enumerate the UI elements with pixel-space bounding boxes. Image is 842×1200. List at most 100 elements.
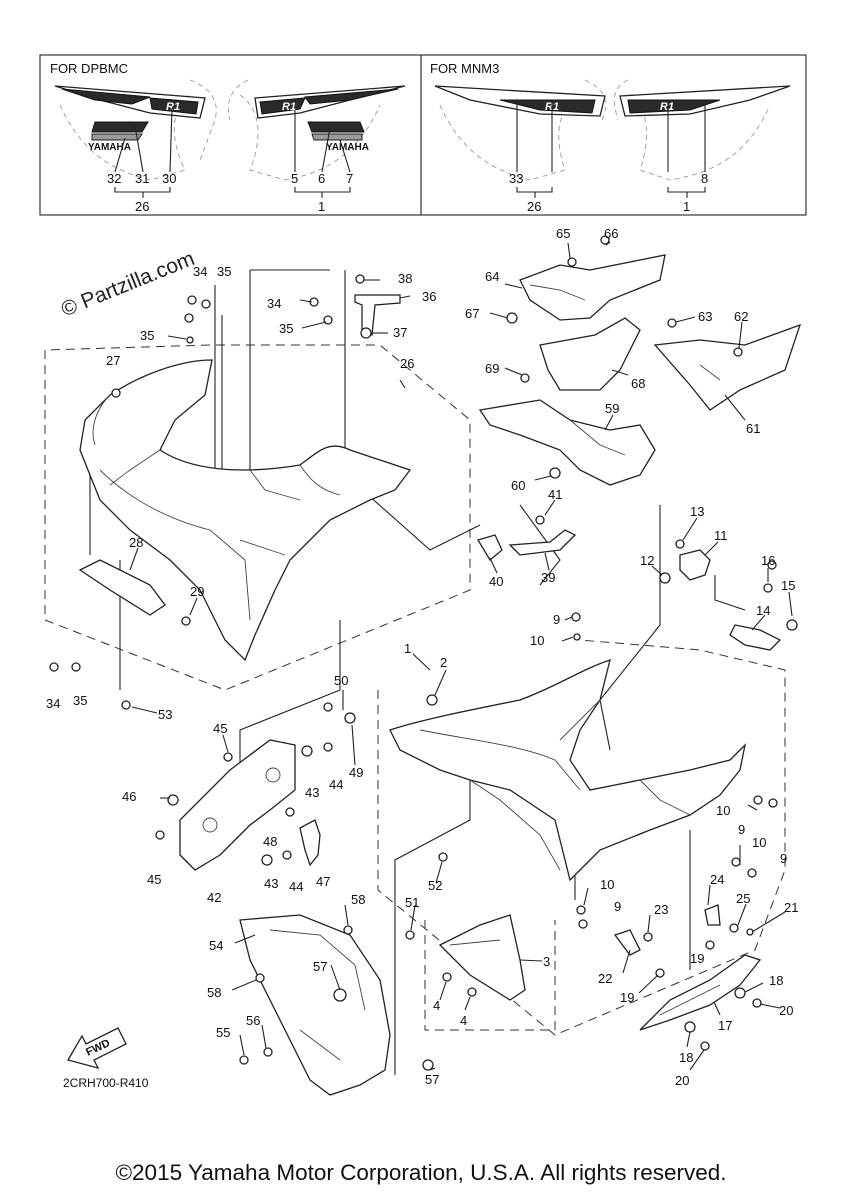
c-50: 50 — [334, 673, 348, 688]
c-36: 36 — [422, 289, 436, 304]
c-17: 17 — [718, 1018, 732, 1033]
bracket-22 — [613, 929, 641, 956]
fwd-arrow-icon: FWD — [67, 1027, 127, 1069]
stay-47 — [299, 819, 321, 867]
inset-left-header: FOR DPBMC — [50, 61, 128, 76]
side-cowling — [389, 659, 747, 882]
c-63: 63 — [698, 309, 712, 324]
c-52: 52 — [428, 878, 442, 893]
c-61: 61 — [746, 421, 760, 436]
inset-left-cowl-right: R1 YAMAHA — [228, 79, 406, 181]
c-47: 47 — [316, 874, 330, 889]
c-26b: 26 — [527, 199, 541, 214]
c-57b: 57 — [425, 1072, 439, 1087]
callout-labels: 32 31 30 26 5 6 7 1 33 26 8 1 34 35 35 2… — [46, 171, 798, 1088]
c-7: 7 — [346, 171, 353, 186]
inset-frame — [39, 54, 807, 216]
c-49: 49 — [349, 765, 363, 780]
c-54: 54 — [209, 938, 223, 953]
model-decal-text-left: R1 — [166, 101, 180, 113]
c-51: 51 — [405, 895, 419, 910]
upper-cowling — [79, 359, 412, 662]
lower-panel-17 — [639, 954, 762, 1031]
bracket-11 — [679, 549, 711, 581]
c-43b: 43 — [264, 876, 278, 891]
inner-panel-42 — [179, 739, 296, 871]
c-10d: 10 — [600, 877, 614, 892]
c-5: 5 — [291, 171, 298, 186]
panel-3 — [438, 914, 526, 1001]
inset-right-header: FOR MNM3 — [430, 61, 499, 76]
model-decal-text-right: R1 — [282, 101, 296, 113]
inset-left-cowl-left: R1 YAMAHA — [54, 79, 217, 181]
yamaha-logo-decal-right: YAMAHA — [326, 142, 369, 153]
c-35d: 35 — [73, 693, 87, 708]
c-4b: 4 — [460, 1013, 467, 1028]
c-26c: 26 — [400, 356, 414, 371]
bracket-40 — [477, 534, 503, 561]
inset-leaders — [114, 100, 706, 198]
c-10b: 10 — [716, 803, 730, 818]
c-9d: 9 — [614, 899, 621, 914]
c-18b: 18 — [679, 1050, 693, 1065]
side-cover-28 — [78, 559, 166, 616]
c-66: 66 — [604, 226, 618, 241]
c-44b: 44 — [289, 879, 303, 894]
air-duct-68 — [539, 317, 641, 391]
bracket-39 — [508, 529, 577, 556]
c-23: 23 — [654, 902, 668, 917]
c-1c: 1 — [404, 641, 411, 656]
c-27: 27 — [106, 353, 120, 368]
c-48: 48 — [263, 834, 277, 849]
c-34b: 34 — [267, 296, 281, 311]
c-28: 28 — [129, 535, 143, 550]
c-33: 33 — [509, 171, 523, 186]
c-13: 13 — [690, 504, 704, 519]
c-10a: 10 — [530, 633, 544, 648]
c-64: 64 — [485, 269, 499, 284]
c-6: 6 — [318, 171, 325, 186]
c-40: 40 — [489, 574, 503, 589]
c-57a: 57 — [313, 959, 327, 974]
c-19a: 19 — [690, 951, 704, 966]
c-43a: 43 — [305, 785, 319, 800]
c-20a: 20 — [779, 1003, 793, 1018]
lower-cowling-54 — [239, 914, 391, 1096]
c-42: 42 — [207, 890, 221, 905]
c-22: 22 — [598, 971, 612, 986]
c-19b: 19 — [620, 990, 634, 1005]
c-69: 69 — [485, 361, 499, 376]
c-31: 31 — [135, 171, 149, 186]
c-12: 12 — [640, 553, 654, 568]
c-24: 24 — [710, 872, 724, 887]
c-39: 39 — [541, 570, 555, 585]
c-58b: 58 — [207, 985, 221, 1000]
yamaha-logo-decal-left: YAMAHA — [88, 142, 131, 153]
c-8: 8 — [701, 171, 708, 186]
c-38: 38 — [398, 271, 412, 286]
inset-right-cowl-right: R1 — [613, 79, 791, 181]
c-18a: 18 — [769, 973, 783, 988]
c-45a: 45 — [213, 721, 227, 736]
c-25: 25 — [736, 891, 750, 906]
c-9c: 9 — [780, 851, 787, 866]
c-46: 46 — [122, 789, 136, 804]
copyright-notice: ©2015 Yamaha Motor Corporation, U.S.A. A… — [115, 1160, 727, 1185]
c-56: 56 — [246, 1013, 260, 1028]
c-20b: 20 — [675, 1073, 689, 1088]
model-decal-text-mnm3-right: R1 — [660, 101, 674, 113]
c-37: 37 — [393, 325, 407, 340]
c-29: 29 — [190, 584, 204, 599]
diagram-reference-code: 2CRH700-R410 — [63, 1076, 149, 1090]
c-65: 65 — [556, 226, 570, 241]
c-1a: 1 — [318, 199, 325, 214]
c-21: 21 — [784, 900, 798, 915]
bracket-24 — [704, 904, 721, 926]
c-59: 59 — [605, 401, 619, 416]
c-35c: 35 — [279, 321, 293, 336]
duct-59 — [478, 399, 656, 486]
c-45b: 45 — [147, 872, 161, 887]
c-1b: 1 — [683, 199, 690, 214]
bracket-14 — [729, 624, 782, 651]
